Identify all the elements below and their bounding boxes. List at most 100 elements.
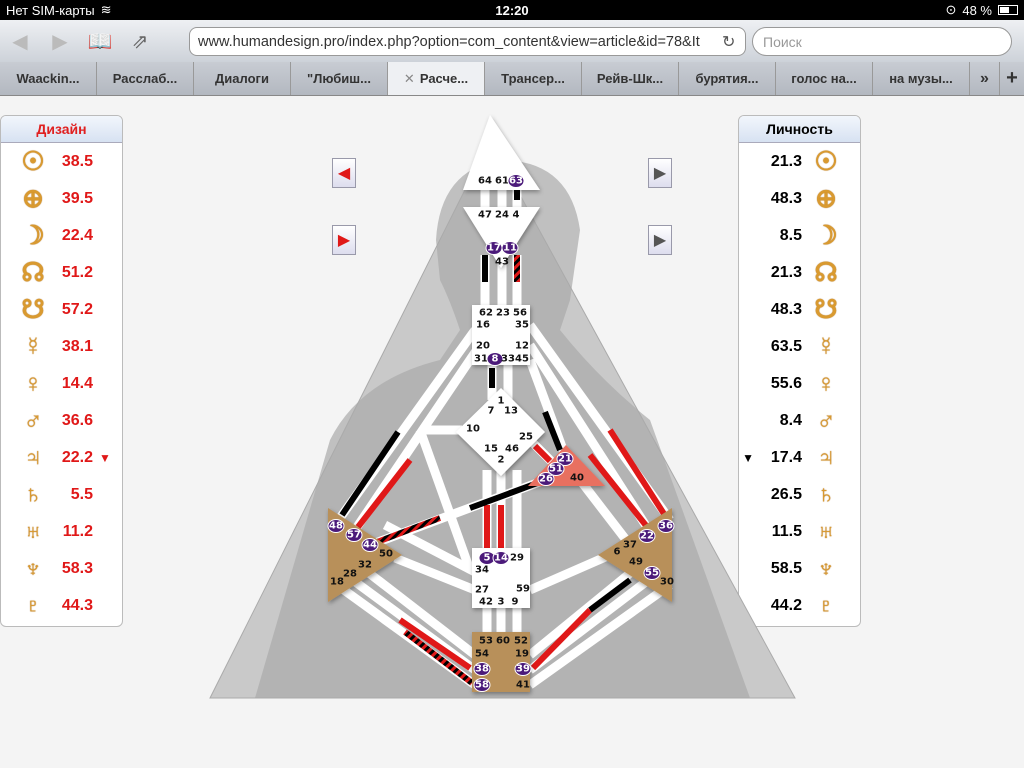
gate-11[interactable]: 11 — [503, 243, 517, 254]
gate-64[interactable]: 64 — [478, 176, 492, 187]
gate-18[interactable]: 18 — [330, 577, 344, 588]
planet-row-mars[interactable]: 8.4♂ — [739, 402, 860, 439]
share-button[interactable]: ⇗ — [131, 30, 149, 53]
personality-next-button[interactable]: ▶ — [648, 225, 672, 255]
gate-47[interactable]: 47 — [478, 210, 492, 221]
search-input[interactable]: Поиск — [752, 27, 1012, 56]
planet-row-mars[interactable]: ♂36.6 — [1, 402, 122, 439]
gate-19[interactable]: 19 — [515, 649, 529, 660]
gate-35[interactable]: 35 — [515, 320, 529, 331]
bookmarks-button[interactable]: 📖 — [87, 30, 113, 53]
planet-row-sun[interactable]: 21.3☉ — [739, 143, 860, 180]
gate-54[interactable]: 54 — [475, 649, 489, 660]
planet-row-south-node[interactable]: 48.3☋ — [739, 291, 860, 328]
planet-row-uranus[interactable]: ♅11.2 — [1, 513, 122, 550]
gate-56[interactable]: 56 — [513, 308, 527, 319]
gate-52[interactable]: 52 — [514, 636, 528, 647]
gate-12[interactable]: 12 — [515, 341, 529, 352]
planet-row-venus[interactable]: 55.6♀ — [739, 365, 860, 402]
gate-14[interactable]: 14 — [494, 553, 508, 564]
gate-53[interactable]: 53 — [479, 636, 493, 647]
gate-45[interactable]: 45 — [515, 354, 529, 365]
forward-button[interactable]: ▶ — [52, 30, 68, 53]
gate-33[interactable]: 33 — [501, 354, 515, 365]
gate-8[interactable]: 8 — [492, 354, 499, 365]
gate-61[interactable]: 61 — [495, 176, 509, 187]
tab-0[interactable]: Waackin... — [0, 62, 97, 95]
tab-6[interactable]: Рейв-Шк... — [582, 62, 679, 95]
gate-27[interactable]: 27 — [475, 585, 489, 596]
planet-row-venus[interactable]: ♀14.4 — [1, 365, 122, 402]
gate-40[interactable]: 40 — [570, 473, 584, 484]
gate-44[interactable]: 44 — [363, 540, 377, 551]
close-tab-icon[interactable]: ✕ — [403, 70, 415, 86]
planet-row-sun[interactable]: ☉38.5 — [1, 143, 122, 180]
gate-3[interactable]: 3 — [498, 597, 505, 608]
planet-row-jupiter[interactable]: ▼17.4♃ — [739, 439, 860, 476]
design-next-button[interactable]: ▶ — [332, 225, 356, 255]
gate-60[interactable]: 60 — [496, 636, 510, 647]
personality-prev-button[interactable]: ▶ — [648, 158, 672, 188]
gate-17[interactable]: 17 — [487, 243, 501, 254]
gate-62[interactable]: 62 — [479, 308, 493, 319]
gate-15[interactable]: 15 — [484, 444, 498, 455]
gate-49[interactable]: 49 — [629, 557, 643, 568]
planet-row-earth[interactable]: 48.3⊕ — [739, 180, 860, 217]
gate-63[interactable]: 63 — [509, 176, 523, 187]
tab-5[interactable]: Трансер... — [485, 62, 582, 95]
tab-1[interactable]: Расслаб... — [97, 62, 194, 95]
gate-5[interactable]: 5 — [484, 553, 491, 564]
planet-row-jupiter[interactable]: ♃22.2▼ — [1, 439, 122, 476]
design-prev-button[interactable]: ◀ — [332, 158, 356, 188]
gate-6[interactable]: 6 — [614, 547, 621, 558]
gate-26[interactable]: 26 — [539, 474, 553, 485]
gate-31[interactable]: 31 — [474, 354, 488, 365]
planet-row-neptune[interactable]: ♆58.3 — [1, 550, 122, 587]
gate-21[interactable]: 21 — [558, 454, 572, 465]
planet-row-north-node[interactable]: ☊51.2 — [1, 254, 122, 291]
planet-row-moon[interactable]: ☽22.4 — [1, 217, 122, 254]
planet-row-pluto[interactable]: 44.2♇ — [739, 587, 860, 624]
gate-23[interactable]: 23 — [496, 308, 510, 319]
gate-32[interactable]: 32 — [358, 560, 372, 571]
gate-51[interactable]: 51 — [549, 464, 563, 475]
planet-row-saturn[interactable]: ♄5.5 — [1, 476, 122, 513]
new-tab-button[interactable]: + — [1000, 62, 1024, 95]
planet-row-earth[interactable]: ⊕39.5 — [1, 180, 122, 217]
gate-55[interactable]: 55 — [645, 568, 659, 579]
gate-48[interactable]: 48 — [329, 521, 343, 532]
planet-row-moon[interactable]: 8.5☽ — [739, 217, 860, 254]
planet-row-neptune[interactable]: 58.5♆ — [739, 550, 860, 587]
gate-4[interactable]: 4 — [513, 210, 520, 221]
tab-4[interactable]: ✕Расче... — [388, 62, 485, 95]
gate-57[interactable]: 57 — [347, 530, 361, 541]
planet-row-mercury[interactable]: ☿38.1 — [1, 328, 122, 365]
gate-42[interactable]: 42 — [479, 597, 493, 608]
gate-39[interactable]: 39 — [516, 664, 530, 675]
gate-28[interactable]: 28 — [343, 569, 357, 580]
gate-20[interactable]: 20 — [476, 341, 490, 352]
planet-row-south-node[interactable]: ☋57.2 — [1, 291, 122, 328]
gate-22[interactable]: 22 — [640, 531, 654, 542]
gate-38[interactable]: 38 — [475, 664, 489, 675]
gate-9[interactable]: 9 — [512, 597, 519, 608]
gate-46[interactable]: 46 — [505, 444, 519, 455]
gate-37[interactable]: 37 — [623, 540, 637, 551]
planet-row-uranus[interactable]: 11.5♅ — [739, 513, 860, 550]
gate-36[interactable]: 36 — [659, 521, 673, 532]
more-tabs-button[interactable]: » — [970, 62, 1000, 95]
gate-7[interactable]: 7 — [488, 406, 495, 417]
gate-24[interactable]: 24 — [495, 210, 509, 221]
planet-row-north-node[interactable]: 21.3☊ — [739, 254, 860, 291]
tab-2[interactable]: Диалоги — [194, 62, 291, 95]
tab-7[interactable]: бурятия... — [679, 62, 776, 95]
gate-50[interactable]: 50 — [379, 549, 393, 560]
tab-3[interactable]: "Любиш... — [291, 62, 388, 95]
gate-58[interactable]: 58 — [475, 680, 489, 691]
url-input[interactable]: www.humandesign.pro/index.php?option=com… — [189, 27, 746, 56]
gate-25[interactable]: 25 — [519, 432, 533, 443]
planet-row-mercury[interactable]: 63.5☿ — [739, 328, 860, 365]
gate-34[interactable]: 34 — [475, 565, 489, 576]
gate-41[interactable]: 41 — [516, 680, 530, 691]
gate-16[interactable]: 16 — [476, 320, 490, 331]
